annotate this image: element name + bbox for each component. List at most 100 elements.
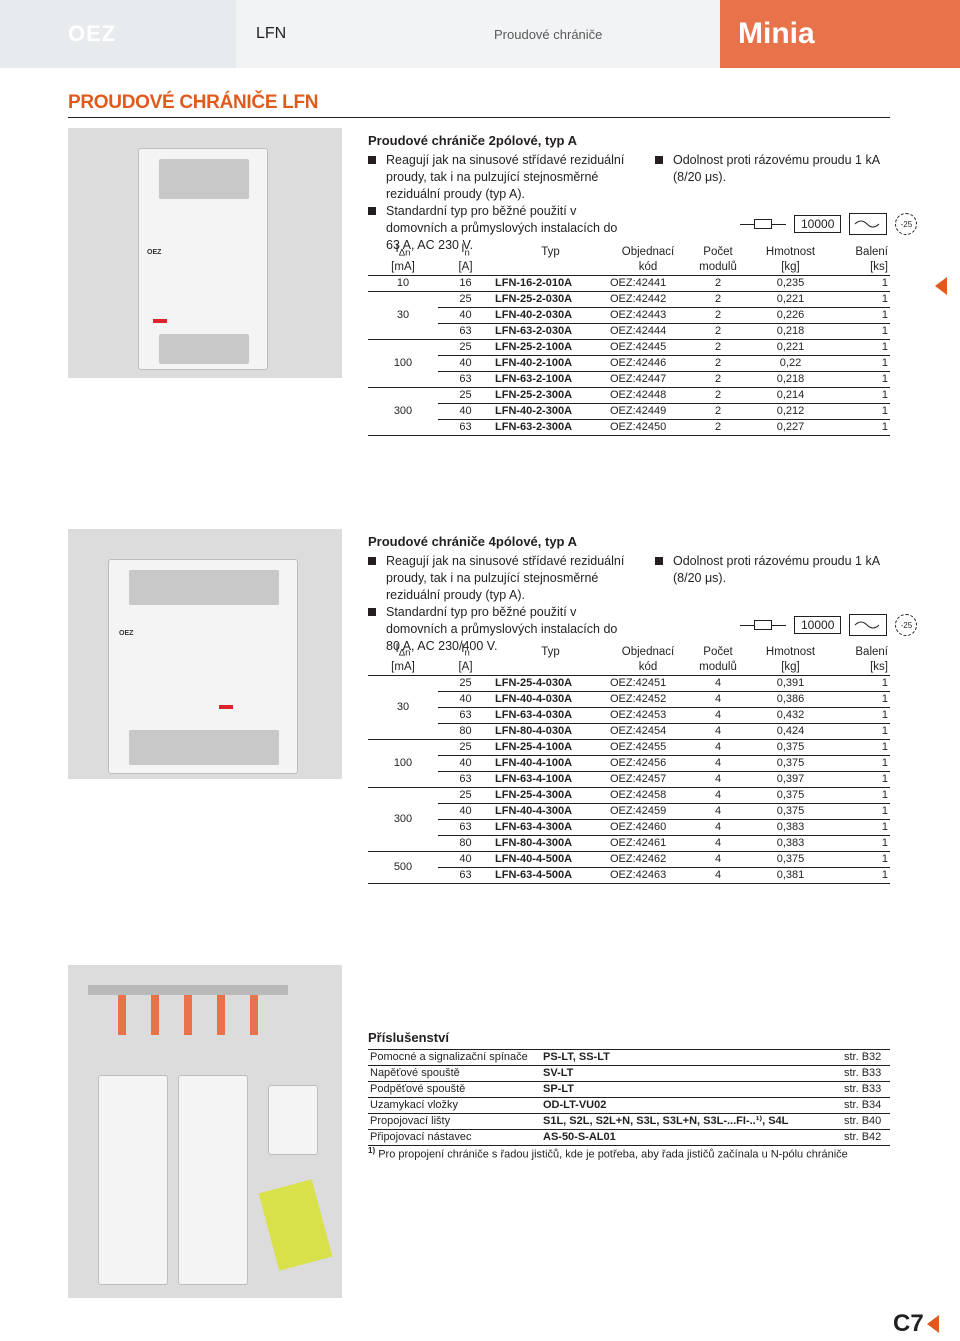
section1-heading: Proudové chrániče 2pólové, typ A	[368, 133, 578, 148]
cell-weight: 0,391	[748, 675, 833, 693]
bullet-item: Reagují jak na sinusové střídavé reziduá…	[368, 152, 630, 203]
accessory-page-ref: str. B42	[842, 1129, 890, 1146]
cell-code: OEZ:42461	[608, 835, 688, 853]
cell-pack: 1	[833, 803, 890, 821]
category-label: Proudové chrániče	[472, 0, 720, 68]
auxiliary-switch	[98, 1075, 168, 1285]
cell-modules: 4	[688, 867, 748, 885]
cell-modules: 4	[688, 787, 748, 805]
accessory-page-ref: str. B40	[842, 1113, 890, 1130]
cell-code: OEZ:42462	[608, 851, 688, 869]
cell-weight: 0,383	[748, 819, 833, 837]
busbar-rail	[88, 985, 288, 995]
section2-heading: Proudové chrániče 4pólové, typ A	[368, 534, 578, 549]
cell-weight: 0,375	[748, 851, 833, 869]
cell-weight: 0,212	[748, 403, 833, 421]
cell-weight: 0,375	[748, 755, 833, 773]
section2-bullets: Reagují jak na sinusové střídavé reziduá…	[368, 553, 630, 655]
shunt-trip	[178, 1075, 248, 1285]
cell-type: LFN-40-2-030A	[493, 307, 608, 325]
product-photo-2pole: OEZ	[68, 128, 342, 378]
cell-weight: 0,218	[748, 323, 833, 341]
wave-icon	[849, 614, 888, 636]
accessory-types: PS-LT, SS-LT	[541, 1049, 842, 1066]
footnote: 1) Pro propojení chrániče s řadou jistič…	[368, 1146, 848, 1161]
cell-in: 40	[438, 755, 493, 773]
cell-modules: 2	[688, 387, 748, 405]
bullet-item: Reagují jak na sinusové střídavé reziduá…	[368, 553, 630, 604]
cell-weight: 0,218	[748, 371, 833, 389]
section1-bullets-right: Odolnost proti rázovému proudu 1 kA (8/2…	[655, 152, 890, 186]
cell-idn: 300	[368, 387, 438, 437]
cell-type: LFN-40-4-030A	[493, 691, 608, 709]
cell-in: 63	[438, 419, 493, 437]
accessory-types: OD-LT-VU02	[541, 1097, 842, 1114]
cell-code: OEZ:42441	[608, 275, 688, 293]
cell-pack: 1	[833, 419, 890, 437]
cell-type: LFN-63-2-100A	[493, 371, 608, 389]
accessory-name: Uzamykací vložky	[368, 1097, 541, 1114]
col-weight: Hmotnost[kg]	[748, 642, 833, 677]
section1-icons: 10000 -25	[740, 213, 918, 235]
cell-type: LFN-25-2-030A	[493, 291, 608, 309]
cell-in: 63	[438, 323, 493, 341]
cell-modules: 2	[688, 339, 748, 357]
cell-type: LFN-80-4-300A	[493, 835, 608, 853]
cell-modules: 2	[688, 355, 748, 373]
temperature-icon: -25	[895, 614, 918, 636]
bullet-item: Odolnost proti rázovému proudu 1 kA (8/2…	[655, 152, 890, 186]
col-idn: IΔn[mA]	[368, 642, 438, 677]
cell-code: OEZ:42453	[608, 707, 688, 725]
accessory-types: S1L, S2L, S2L+N, S3L, S3L+N, S3L-...FI-.…	[541, 1113, 842, 1130]
cell-in: 63	[438, 371, 493, 389]
cell-pack: 1	[833, 819, 890, 837]
cell-code: OEZ:42450	[608, 419, 688, 437]
cell-code: OEZ:42454	[608, 723, 688, 741]
cell-pack: 1	[833, 707, 890, 725]
accessory-types: SP-LT	[541, 1081, 842, 1098]
cell-weight: 0,227	[748, 419, 833, 437]
cell-type: LFN-25-4-030A	[493, 675, 608, 693]
page-title: PROUDOVÉ CHRÁNIČE LFN	[68, 92, 890, 118]
cell-type: LFN-63-4-030A	[493, 707, 608, 725]
cell-modules: 2	[688, 371, 748, 389]
cell-type: LFN-16-2-010A	[493, 275, 608, 293]
cell-in: 25	[438, 339, 493, 357]
cell-modules: 2	[688, 275, 748, 293]
accessories-photo	[68, 965, 342, 1298]
col-pack: Balení[ks]	[833, 642, 890, 677]
cell-code: OEZ:42447	[608, 371, 688, 389]
cell-type: LFN-40-4-300A	[493, 803, 608, 821]
cell-weight: 0,375	[748, 803, 833, 821]
terminal-top	[159, 159, 249, 199]
wave-icon	[849, 213, 888, 235]
cell-code: OEZ:42448	[608, 387, 688, 405]
section2-bullets-right: Odolnost proti rázovému proudu 1 kA (8/2…	[655, 553, 890, 587]
cell-in: 40	[438, 851, 493, 869]
lock-insert	[258, 1179, 333, 1271]
cell-weight: 0,221	[748, 339, 833, 357]
cell-in: 25	[438, 739, 493, 757]
side-marker-icon	[935, 277, 947, 295]
connection-adapter	[268, 1085, 318, 1155]
device-brand-label: OEZ	[119, 630, 134, 637]
